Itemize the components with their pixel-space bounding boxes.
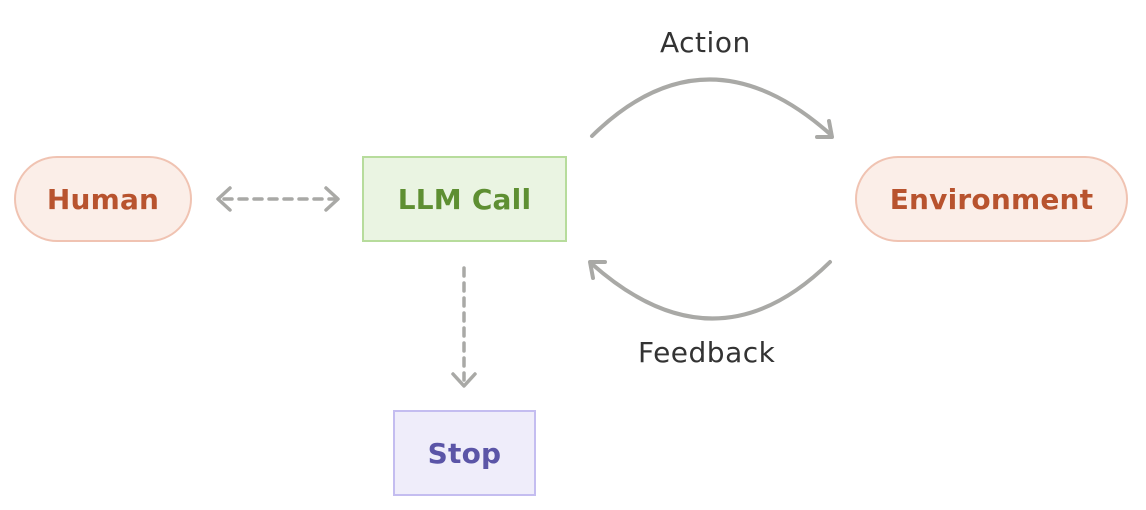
stop-node: Stop bbox=[393, 410, 536, 496]
action-curve bbox=[590, 77, 832, 138]
environment-node: Environment bbox=[855, 156, 1128, 242]
human-node: Human bbox=[14, 156, 192, 242]
human-node-label: Human bbox=[46, 182, 160, 216]
llm-call-node-label: LLM Call bbox=[397, 182, 532, 216]
human-llm-dashed-arrow bbox=[216, 186, 340, 212]
environment-node-label: Environment bbox=[889, 182, 1094, 216]
arrowhead-down-icon bbox=[451, 372, 477, 388]
stop-node-label: Stop bbox=[427, 436, 502, 470]
feedback-curve bbox=[590, 260, 832, 321]
feedback-arrow bbox=[588, 260, 832, 321]
arrowhead-left-icon bbox=[216, 186, 232, 212]
arrowhead-right-icon bbox=[324, 186, 340, 212]
feedback-arrowhead-icon bbox=[588, 260, 607, 280]
llm-stop-dashed-arrow bbox=[451, 266, 477, 388]
feedback-label: Feedback bbox=[638, 336, 776, 369]
action-arrowhead-icon bbox=[815, 119, 834, 139]
action-arrow bbox=[590, 77, 834, 139]
llm-call-node: LLM Call bbox=[362, 156, 567, 242]
action-label: Action bbox=[660, 26, 751, 59]
